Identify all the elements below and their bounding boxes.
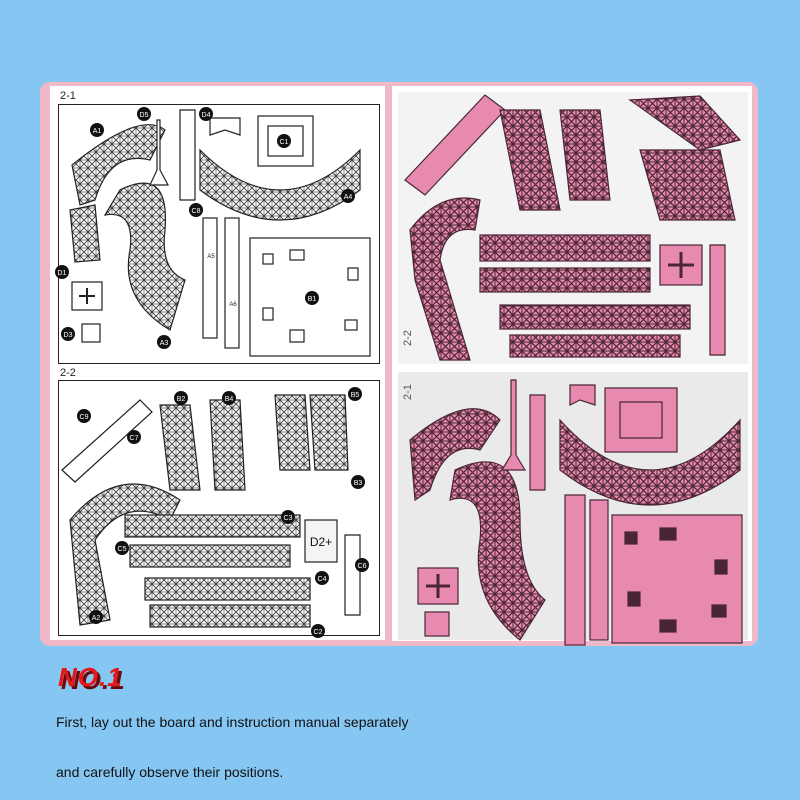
svg-text:B5: B5 bbox=[351, 392, 360, 399]
part-badge-c5: C5 bbox=[115, 541, 129, 555]
svg-text:D4: D4 bbox=[202, 112, 211, 119]
part-badge-a4: A4 bbox=[341, 189, 355, 203]
svg-text:B1: B1 bbox=[308, 296, 317, 303]
part-badge-c9: C9 bbox=[77, 409, 91, 423]
part-badge-b1: B1 bbox=[305, 291, 319, 305]
svg-text:C9: C9 bbox=[80, 414, 89, 421]
svg-text:C5: C5 bbox=[118, 546, 127, 553]
part-badge-c3: C3 bbox=[281, 510, 295, 524]
part-badge-a3: A3 bbox=[157, 335, 171, 349]
part-badge-d3: D3 bbox=[61, 327, 75, 341]
photo-label-2-1: 2-1 bbox=[402, 384, 414, 400]
svg-text:D3: D3 bbox=[64, 332, 73, 339]
part-badge-b3: B3 bbox=[351, 475, 365, 489]
svg-text:D1: D1 bbox=[58, 270, 67, 277]
part-badge-a5: A5 bbox=[207, 254, 215, 260]
part-badge-b4: B4 bbox=[222, 391, 236, 405]
part-badge-a1: A1 bbox=[90, 123, 104, 137]
step-instruction-line-2: and carefully observe their positions. bbox=[56, 764, 284, 780]
svg-text:A2: A2 bbox=[92, 615, 101, 622]
part-badge-c6: C6 bbox=[355, 558, 369, 572]
svg-text:C2: C2 bbox=[314, 629, 323, 636]
part-badge-d5: D5 bbox=[137, 107, 151, 121]
step-title-shadow: NO.1 bbox=[61, 665, 126, 695]
svg-text:C8: C8 bbox=[192, 208, 201, 215]
svg-text:C3: C3 bbox=[284, 515, 293, 522]
part-badges-sheet-1: A1 D5 D4 C1 C8 A4 D1 A5 A6 B1 D3 A3 bbox=[55, 107, 355, 349]
part-badge-c7: C7 bbox=[127, 430, 141, 444]
svg-text:A3: A3 bbox=[160, 340, 169, 347]
svg-text:A4: A4 bbox=[344, 194, 353, 201]
step-title: NO.1 bbox=[58, 662, 123, 692]
pink-board-bottom bbox=[398, 372, 748, 646]
svg-text:B3: B3 bbox=[354, 480, 363, 487]
part-badge-d4: D4 bbox=[199, 107, 213, 121]
sheet-2-2-drawing bbox=[61, 394, 361, 628]
part-badge-c1: C1 bbox=[277, 134, 291, 148]
part-badge-a6: A6 bbox=[229, 302, 237, 308]
svg-text:A5: A5 bbox=[207, 254, 215, 260]
step-instruction-line-1: First, lay out the board and instruction… bbox=[56, 714, 409, 730]
svg-text:A1: A1 bbox=[93, 128, 102, 135]
svg-text:C4: C4 bbox=[318, 576, 327, 583]
part-badge-c4: C4 bbox=[315, 571, 329, 585]
sheet-2-1-drawing bbox=[69, 109, 371, 357]
sheet-2-2-label: 2-2 bbox=[60, 367, 76, 379]
svg-text:C1: C1 bbox=[280, 139, 289, 146]
part-badge-b5: B5 bbox=[348, 387, 362, 401]
svg-text:B2: B2 bbox=[177, 396, 186, 403]
svg-text:C7: C7 bbox=[130, 435, 139, 442]
svg-text:A6: A6 bbox=[229, 302, 237, 308]
pink-board-top bbox=[398, 92, 748, 364]
part-badge-c2: C2 bbox=[311, 624, 325, 638]
part-badges-sheet-2: C9 B2 B4 B5 C7 B3 C3 D2+ C5 C6 C4 A2 C2 bbox=[77, 387, 369, 638]
svg-text:D2+: D2+ bbox=[310, 535, 332, 549]
part-badge-d1: D1 bbox=[55, 265, 69, 279]
svg-text:B4: B4 bbox=[225, 396, 234, 403]
photo-label-2-2: 2-2 bbox=[402, 330, 414, 346]
sheet-2-1-label: 2-1 bbox=[60, 90, 76, 102]
svg-text:D5: D5 bbox=[140, 112, 149, 119]
part-badge-b2: B2 bbox=[174, 391, 188, 405]
part-badge-d2: D2+ bbox=[310, 535, 332, 549]
part-badge-a2: A2 bbox=[89, 610, 103, 624]
svg-text:C6: C6 bbox=[358, 563, 367, 570]
part-badge-c8: C8 bbox=[189, 203, 203, 217]
